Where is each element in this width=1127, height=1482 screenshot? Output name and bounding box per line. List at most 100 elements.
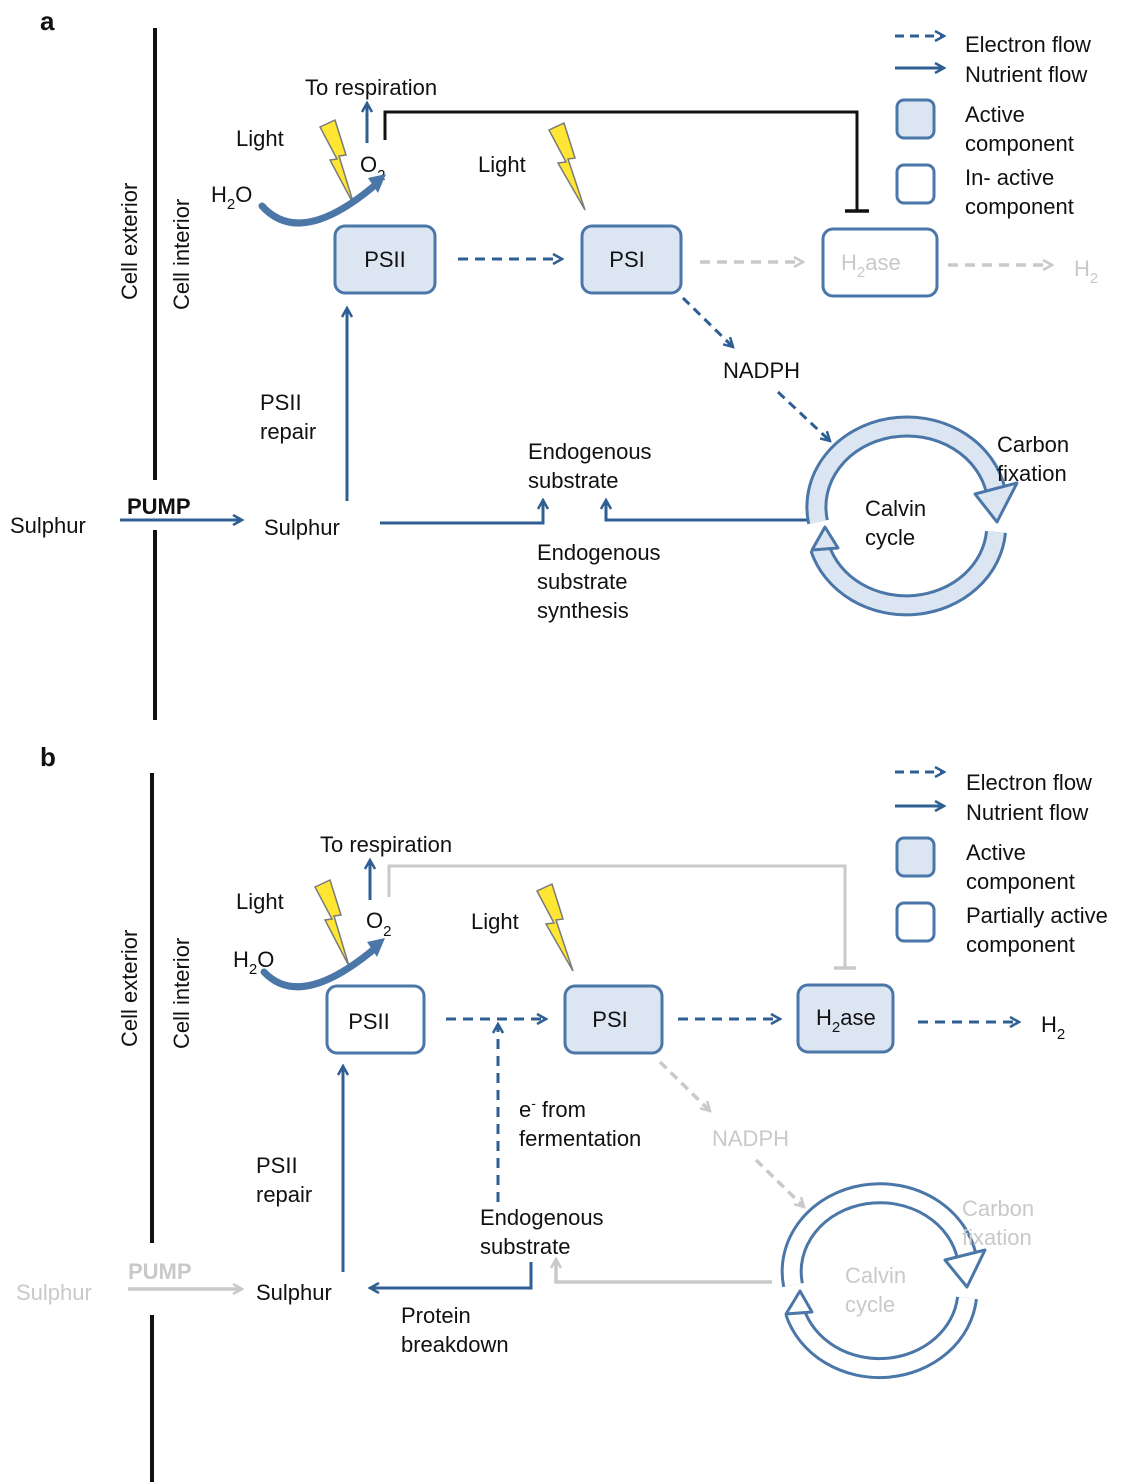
nadph-label: NADPH	[723, 358, 800, 383]
electron-flow-nadph-calvin	[754, 1158, 804, 1207]
h2ase-label: H2ase	[816, 1005, 876, 1036]
synthesis-line1: Endogenous	[537, 540, 661, 565]
legend-electron-flow: Electron flow	[966, 770, 1092, 795]
legend-partial-line1: Partially active	[966, 903, 1108, 928]
lightning-bolt-icon	[313, 878, 350, 967]
psi-label: PSI	[609, 247, 644, 272]
protein-breakdown-arrow	[370, 1262, 533, 1288]
endogenous-substrate-line2: substrate	[528, 468, 619, 493]
legend-partial-swatch	[895, 901, 936, 943]
cell-interior-label: Cell interior	[169, 199, 194, 310]
protein-breakdown-line1: Protein	[401, 1303, 471, 1328]
water-splitting-arrow	[258, 182, 378, 227]
psii-repair-line1: PSII	[260, 390, 302, 415]
legend-inactive-swatch	[895, 163, 936, 205]
calvin-label-line2: cycle	[845, 1292, 895, 1317]
carbon-fixation-line1: Carbon	[962, 1196, 1034, 1221]
cell-exterior-label: Cell exterior	[117, 183, 142, 300]
psi-label: PSI	[592, 1007, 627, 1032]
psii-repair-line1: PSII	[256, 1153, 298, 1178]
light-label-psii: Light	[236, 126, 284, 151]
panel-a-label: a	[40, 6, 55, 36]
h2ase-label: H2ase	[841, 250, 901, 281]
pump-label: PUMP	[128, 1259, 192, 1284]
carbon-fixation-line2: fixation	[962, 1225, 1032, 1250]
legend-electron-flow: Electron flow	[965, 32, 1091, 57]
light-label-psi: Light	[478, 152, 526, 177]
psii-box	[325, 984, 426, 1055]
sulphur-outside-label: Sulphur	[16, 1280, 92, 1305]
cell-exterior-label: Cell exterior	[117, 930, 142, 1047]
h2-label: H2	[1041, 1012, 1065, 1043]
o2-label: O2	[366, 908, 391, 940]
legend-nutrient-flow: Nutrient flow	[965, 62, 1087, 87]
legend-active-line1: Active	[966, 840, 1026, 865]
water-splitting-arrowhead	[367, 938, 385, 957]
psii-repair-line2: repair	[260, 419, 316, 444]
legend-partial-line2: component	[966, 932, 1075, 957]
h2ase-box	[796, 983, 895, 1054]
legend-active-swatch	[895, 836, 936, 878]
psi-box	[563, 984, 664, 1055]
sulphur-inside-label: Sulphur	[256, 1280, 332, 1305]
endogenous-substrate-line1: Endogenous	[528, 439, 652, 464]
o2-inhibition-line	[383, 110, 859, 210]
sulphur-outside-label: Sulphur	[10, 513, 86, 538]
calvin-label-line1: Calvin	[865, 496, 926, 521]
synthesis-line3: synthesis	[537, 598, 629, 623]
electron-flow-psi-nadph	[681, 296, 733, 347]
psii-label: PSII	[364, 247, 406, 272]
legend-active-line2: component	[965, 131, 1074, 156]
legend-active-line2: component	[966, 869, 1075, 894]
endogenous-substrate-line2: substrate	[480, 1234, 571, 1259]
o2-inhibition-line	[387, 864, 847, 967]
e-from-line2: fermentation	[519, 1126, 641, 1151]
sulphur-inside-label: Sulphur	[264, 515, 340, 540]
carbon-fixation-line1: Carbon	[997, 432, 1069, 457]
calvin-label-line1: Calvin	[845, 1263, 906, 1288]
psi-box	[580, 224, 683, 295]
synthesis-line2: substrate	[537, 569, 628, 594]
h2-label: H2	[1074, 256, 1098, 287]
lightning-bolt-icon	[547, 121, 586, 211]
h2ase-box	[821, 227, 939, 298]
endogenous-substrate-line1: Endogenous	[480, 1205, 604, 1230]
psii-label: PSII	[348, 1009, 390, 1034]
sulphur-to-substrate-arrow	[380, 500, 543, 525]
legend-nutrient-flow: Nutrient flow	[966, 800, 1088, 825]
panel-b-label: b	[40, 742, 56, 772]
psii-repair-line2: repair	[256, 1182, 312, 1207]
water-splitting-arrowhead	[368, 174, 386, 193]
panel-b: b Cell exterior Cell interior Electron f…	[16, 742, 1108, 1482]
calvin-cycle-icon	[780, 1182, 987, 1380]
nadph-label: NADPH	[712, 1126, 789, 1151]
e-from-line1: e-from	[519, 1095, 586, 1122]
legend-inactive-line2: component	[965, 194, 1074, 219]
legend-active-line1: Active	[965, 102, 1025, 127]
legend: Electron flow Nutrient flow Active compo…	[895, 770, 1108, 957]
carbon-fixation-line2: fixation	[997, 461, 1067, 486]
psii-box	[333, 224, 437, 295]
h2o-label: H2O	[211, 182, 252, 213]
to-respiration-label: To respiration	[320, 832, 452, 857]
electron-flow-nadph-calvin	[776, 390, 830, 441]
calvin-label-line2: cycle	[865, 525, 915, 550]
protein-breakdown-line2: breakdown	[401, 1332, 509, 1357]
lightning-bolt-icon	[535, 882, 574, 972]
pump-label: PUMP	[127, 494, 191, 519]
to-respiration-label: To respiration	[305, 75, 437, 100]
light-label-psii: Light	[236, 889, 284, 914]
legend-inactive-line1: In- active	[965, 165, 1054, 190]
light-label-psi: Light	[471, 909, 519, 934]
electron-flow-psi-nadph	[658, 1060, 710, 1111]
cell-interior-label: Cell interior	[169, 938, 194, 1049]
h2o-label: H2O	[233, 947, 274, 978]
legend-active-swatch	[895, 98, 936, 140]
lightning-bolt-icon	[318, 118, 355, 206]
calvin-to-substrate-arrow	[606, 500, 815, 522]
water-splitting-arrow	[260, 946, 377, 991]
legend: Electron flow Nutrient flow Active compo…	[895, 32, 1091, 219]
calvin-cycle-icon	[805, 415, 1019, 617]
panel-a: a Cell exterior Cell interior Electron f…	[10, 6, 1098, 720]
